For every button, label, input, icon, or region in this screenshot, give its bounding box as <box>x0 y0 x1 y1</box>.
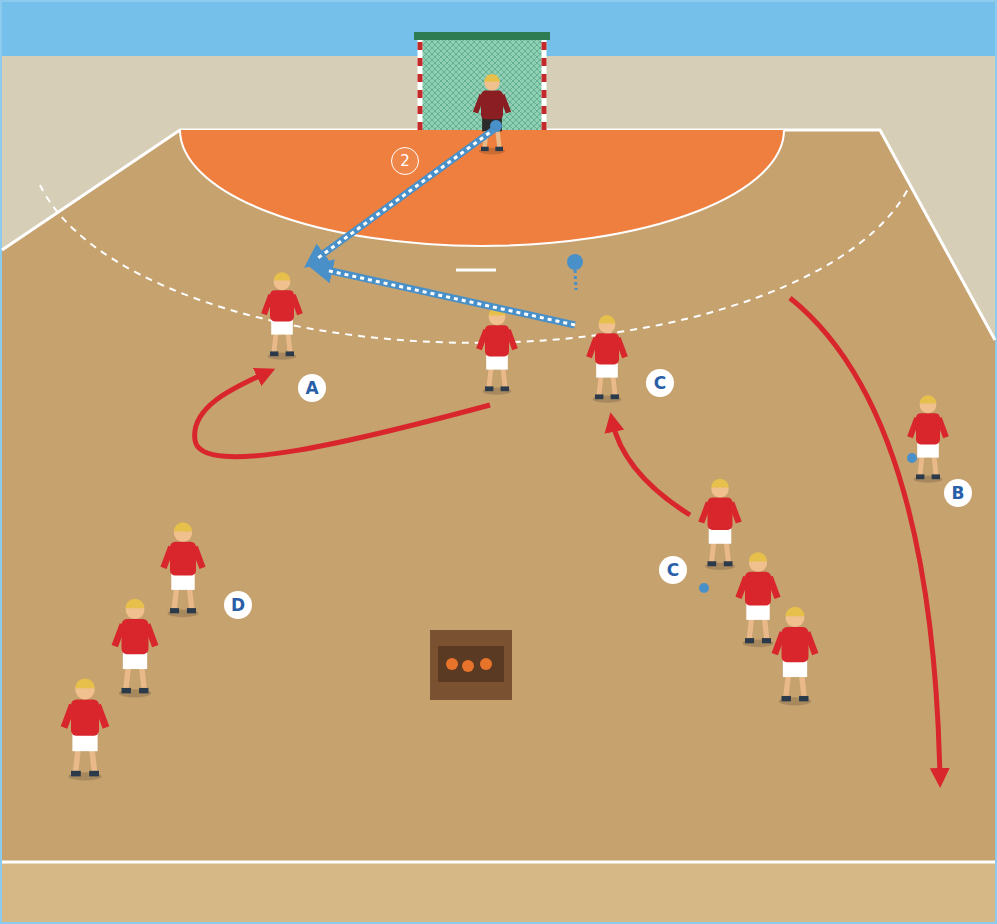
goal-area <box>180 130 784 246</box>
pass-arrow <box>312 128 496 262</box>
player-figure <box>775 607 816 706</box>
player-letter: D <box>224 591 252 619</box>
player-figure <box>264 272 300 360</box>
court-line <box>2 861 995 864</box>
player-figure <box>701 479 739 570</box>
player-figure <box>479 307 515 395</box>
player-letter: C <box>659 556 687 584</box>
free-throw-line <box>40 185 910 343</box>
player-letter: C <box>646 369 674 397</box>
penalty-mark <box>456 269 496 272</box>
player-letter: B <box>944 479 972 507</box>
run-arrow <box>790 298 940 780</box>
run-arrow <box>612 420 690 515</box>
player-figure <box>589 315 625 403</box>
pass-arrow <box>318 268 575 325</box>
goal <box>414 32 550 130</box>
goal-area-line <box>180 130 784 246</box>
player-figure <box>115 599 156 698</box>
player-letter: A <box>298 374 326 402</box>
floor-edge <box>2 862 995 922</box>
player-figure <box>164 522 203 617</box>
ball <box>490 120 917 593</box>
court-line <box>2 130 995 340</box>
wall <box>2 56 995 340</box>
ball-box <box>430 630 512 700</box>
player-figure <box>910 395 946 483</box>
player-figure <box>739 552 778 647</box>
run-arrow <box>195 372 490 457</box>
player-figure <box>64 678 106 780</box>
callout-number: 2 <box>391 147 419 175</box>
